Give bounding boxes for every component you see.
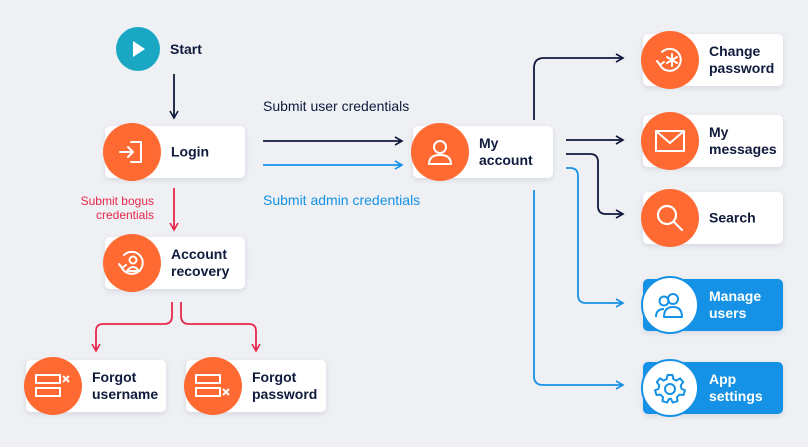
login-label: Login [171,143,210,160]
edge-myaccount-search [566,153,625,219]
user-icon [428,140,452,165]
users-icon [655,293,683,318]
edge-label-submit-user: Submit user credentials [263,98,410,114]
my-account-icon-circle [411,123,469,181]
start-node[interactable] [116,27,160,71]
magnifier-icon [656,204,684,232]
app-settings-icon-circle [641,359,699,417]
login-icon-circle [103,123,161,181]
edge-recovery-forgot-password [180,302,261,353]
edge-recovery-forgot-username [91,302,173,353]
forgot-username-icon-circle [24,357,82,415]
gear-icon [654,374,686,404]
edge-myaccount-change-password [533,53,625,120]
start-label: Start [170,41,202,57]
edge-myaccount-manage-users [566,167,625,308]
play-icon [133,41,145,57]
envelope-icon [655,130,685,152]
login-door-icon [119,141,142,163]
user-refresh-icon [118,250,144,275]
my-messages-icon-circle [641,112,699,170]
login-node[interactable]: Login [103,123,245,181]
search-node[interactable]: Search [641,189,783,247]
change-password-icon-circle [641,31,699,89]
account-recovery-icon-circle [103,234,161,292]
field-cross-icon [195,374,230,397]
search-icon-circle [641,189,699,247]
search-label: Search [709,209,756,226]
manage-users-icon-circle [641,276,699,334]
password-refresh-icon [656,47,682,72]
edge-myaccount-app-settings [533,190,625,390]
edge-label-submit-admin: Submit admin credentials [263,192,421,208]
forgot-password-icon-circle [184,357,242,415]
field-cross-icon [35,374,70,397]
